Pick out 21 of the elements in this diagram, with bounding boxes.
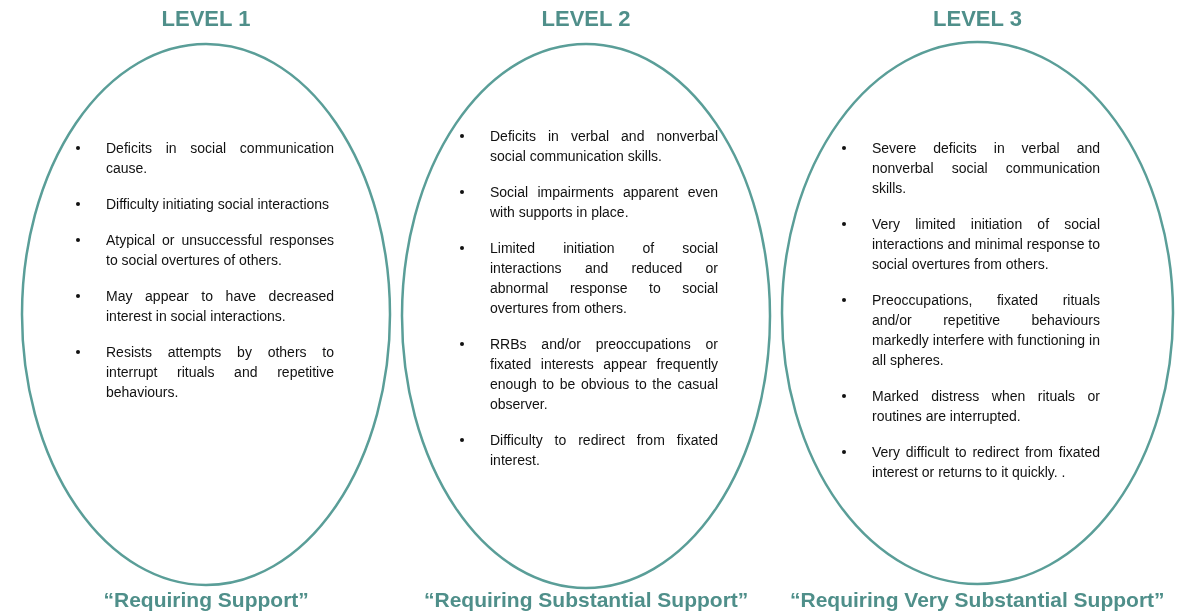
- bullet-text: Difficulty initiating social interactions: [106, 195, 331, 214]
- support-caption: “Requiring Support”: [103, 588, 309, 612]
- bullet-text: May appear to have decreased interest in social interactions.: [106, 287, 334, 326]
- bullet-text: Severe deficits in verbal and nonverbal social communication skills.: [872, 139, 1100, 198]
- bullet-text: Atypical or unsuccessful responses to social overtures of others.: [106, 231, 334, 270]
- bullet-text: RRBs and/or preoccupations or fixated interests appear frequently enough to be obvious to the casual observer.: [490, 335, 718, 414]
- level-heading: LEVEL 3: [933, 6, 1022, 32]
- bullet-text: Very difficult to redirect from fixated interest or returns to it quickly. .: [872, 443, 1100, 482]
- bullet-text: Deficits in verbal and nonverbal social communication skills.: [490, 127, 718, 166]
- support-caption: “Requiring Substantial Support”: [424, 588, 749, 612]
- bullet-text: Social impairments apparent even with supports in place.: [490, 183, 718, 222]
- bullet-text: Marked distress when rituals or routines are interrupted.: [872, 387, 1100, 426]
- support-caption: “Requiring Very Substantial Support”: [790, 588, 1165, 612]
- bullet-text: Preoccupations, fixated rituals and/or repetitive behaviours markedly interfere with functioning in all spheres.: [872, 291, 1100, 370]
- bullet-text: Very limited initiation of social interactions and minimal response to social overtures from others.: [872, 215, 1100, 274]
- level-heading: LEVEL 1: [161, 6, 251, 32]
- bullet-text: Resists attempts by others to interrupt rituals and repetitive behaviours.: [106, 343, 334, 402]
- bullet-text: Deficits in social communication cause.: [106, 139, 334, 178]
- bullet-text: Difficulty to redirect from fixated interest.: [490, 431, 718, 470]
- bullet-text: Limited initiation of social interactions and reduced or abnormal response to social overtures from others.: [490, 239, 718, 318]
- level-heading: LEVEL 2: [541, 6, 631, 32]
